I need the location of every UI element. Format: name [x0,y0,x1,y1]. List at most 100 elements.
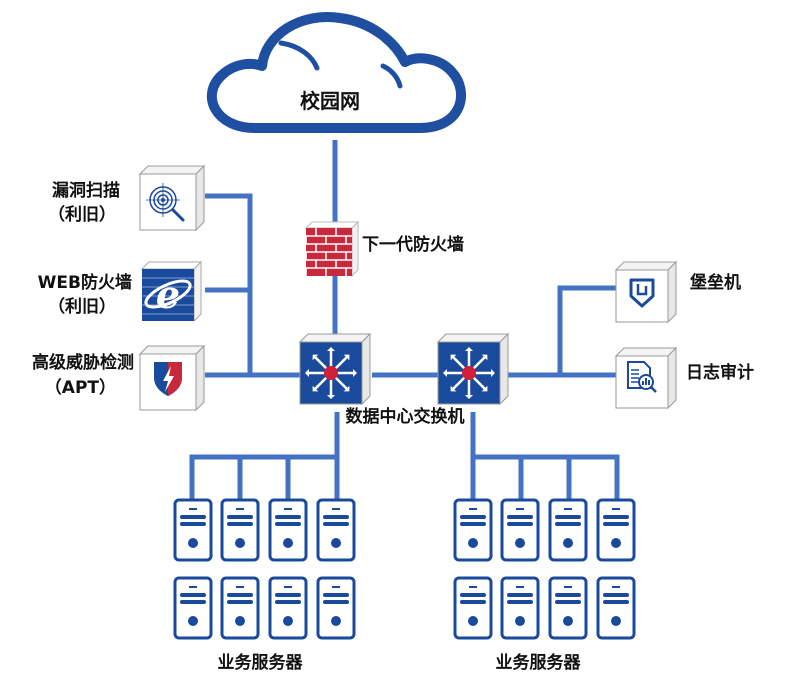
switch-arrowhead [353,369,357,377]
switch-center-dot [324,366,338,380]
server-power-led [515,616,525,626]
box-top [298,333,372,343]
waf-label: WEB防火墙 [37,273,132,293]
server-power-led [468,538,478,548]
box-side [195,344,205,412]
ie-orbit [144,279,192,309]
box-front [615,269,669,323]
chart-bar [642,381,644,385]
magnifier-handle [171,208,185,222]
switch-icon [298,332,372,406]
switch-arrowhead [327,347,335,351]
box-top [614,347,678,357]
link-right-devices [508,285,616,378]
box-side [667,260,677,324]
server-bus-left [189,454,340,500]
chart-bar [648,380,650,385]
server-icon [268,498,308,562]
switch-arrowhead [450,354,457,361]
cloud-icon [207,12,466,133]
next-gen-firewall-label: 下一代防火墙 [362,235,464,255]
box-side [667,346,677,410]
server-icon [220,576,260,640]
server-power-led [331,538,341,548]
switch-icon [436,332,510,406]
server-icon [316,576,356,640]
ie-e-glyph: e [156,272,180,317]
cloud-outline [207,12,466,133]
log-audit-icon [614,346,678,410]
server-icon [453,576,493,640]
server-power-led [283,616,293,626]
server-icon [548,498,588,562]
apt-sublabel: （APT） [44,378,116,398]
firewall-top [304,221,360,229]
switch-arrowhead [343,385,350,392]
link-left-devices [205,193,300,378]
bastion-shield-outline [629,278,655,308]
chart-bar [645,378,647,385]
server-power-led [235,538,245,548]
server-icon [596,576,636,640]
core-switch-label: 数据中心交换机 [345,407,465,427]
bastion-inner [636,284,648,296]
box-top [436,333,510,343]
server-power-led [188,616,198,626]
switch-arrowhead [305,369,309,377]
server-power-led [611,616,621,626]
brick-firewall-icon [304,220,360,278]
waf-sublabel: （利旧） [48,297,116,317]
box-top [138,345,206,355]
switch-arrowhead [312,385,319,392]
firewall-side [351,220,359,278]
vuln-scan-label: 漏洞扫描 [52,181,120,201]
box-side [361,332,371,406]
switch-arrowhead [443,369,447,377]
switch-arrowhead [327,395,335,399]
server-group-label-right: 业务服务器 [495,653,581,673]
switch-arrowhead [312,354,319,361]
server-icon [500,576,540,640]
switch-arrowhead [465,395,473,399]
box-top [614,261,678,271]
server-power-led [563,616,573,626]
threat-shield-icon [138,344,206,412]
server-group-label-left: 业务服务器 [217,653,303,673]
server-icon [220,498,260,562]
web-firewall-icon: e [140,260,203,323]
server-power-led [331,616,341,626]
waf-top [140,261,203,270]
box-side [195,164,205,232]
server-power-led [515,538,525,548]
server-power-led [188,538,198,548]
server-icon [316,498,356,562]
switch-arrowhead [465,347,473,351]
cloud-label: 校园网 [300,89,360,113]
server-power-led [611,538,621,548]
shield-right [168,362,182,396]
cloud-inner-curve [380,63,403,89]
box-top [138,165,206,175]
vuln-scan-sublabel: （利旧） [48,205,116,225]
bastion-label: 堡垒机 [690,273,741,293]
server-icon [548,576,588,640]
server-power-led [563,538,573,548]
lightning-bolt [163,366,174,392]
waf-side [193,260,202,323]
apt-label: 高级威胁检测 [32,353,134,373]
log-audit-label: 日志审计 [686,363,754,383]
server-power-led [235,616,245,626]
server-bus-right [470,454,620,500]
bastion-shield-icon [614,260,678,324]
server-power-led [468,616,478,626]
server-icon [173,498,213,562]
vulnerability-scan-icon [138,164,206,232]
server-power-led [283,538,293,548]
server-icon [596,498,636,562]
switch-arrowhead [481,385,488,392]
cloud-inner-curve [278,40,320,71]
switch-arrowhead [343,354,350,361]
switch-arrowhead [491,369,495,377]
switch-arrowhead [481,354,488,361]
